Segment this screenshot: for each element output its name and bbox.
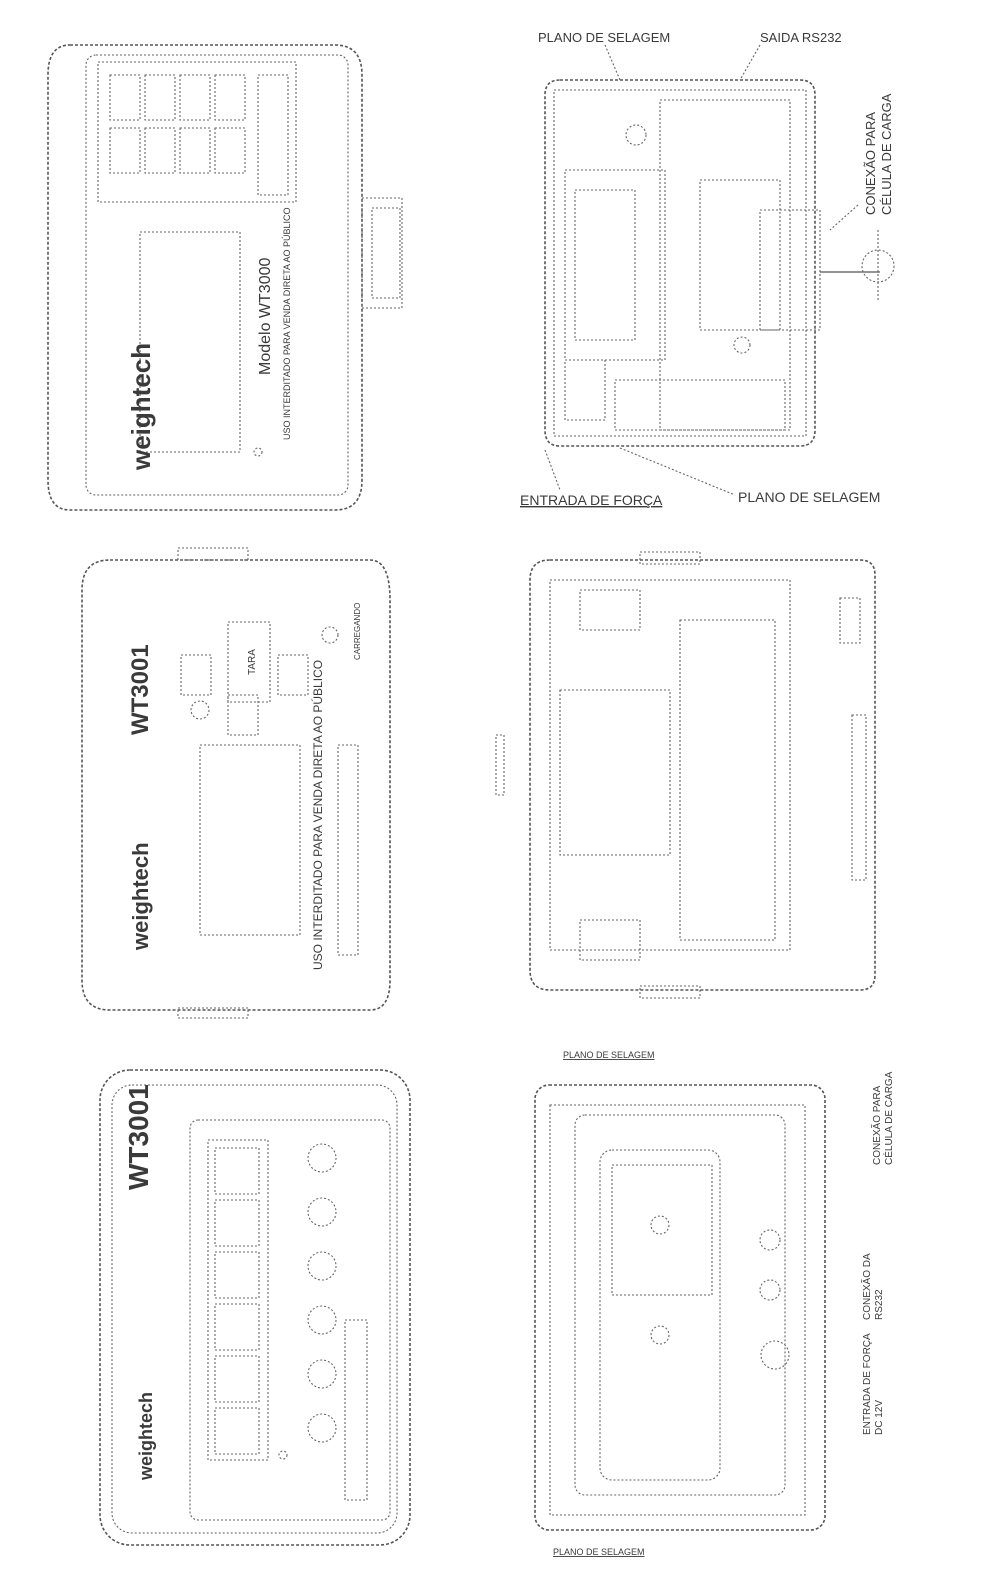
digit-6 <box>214 1407 260 1455</box>
wt3001-led-front-view: WT3001 weightech <box>99 1069 411 1546</box>
digit-1 <box>214 1147 260 1195</box>
wt3001-display <box>199 744 301 936</box>
wt3001-brand: weightech <box>128 842 153 951</box>
wt3001-plano-selagem-label: PLANO DE SELAGEM <box>563 1050 655 1060</box>
key-button-4[interactable] <box>307 1305 337 1335</box>
digit-2 <box>214 1199 260 1247</box>
led-entrada-forca-line1: ENTRADA DE FORÇA <box>862 1333 873 1435</box>
wt3000-keypad <box>109 74 289 196</box>
wt3000-rear-label-plate <box>574 189 636 341</box>
tara-label: TARA <box>247 649 258 675</box>
led-plano-selagem-label: PLANO DE SELAGEM <box>553 1547 645 1557</box>
wt3001-led-rear-view: CONEXÃO PARA CÉLULA DE CARGA CONEXÃO DA … <box>534 1071 895 1557</box>
wt3000-rear-view: PLANO DE SELAGEM SAIDA RS232 CONEXÃO PAR… <box>520 30 895 508</box>
wt3001-rear-label-plate <box>559 689 671 856</box>
saida-rs232-label: SAIDA RS232 <box>760 30 842 45</box>
conexao-celula-line2: CÉLULA DE CARGA <box>879 93 894 215</box>
led-conexao-rs232-line1: CONEXÃO DA <box>860 1253 873 1320</box>
key-button-2[interactable] <box>307 1197 337 1227</box>
led-brand: weightech <box>136 1392 156 1481</box>
led-conexao-celula-line2: CÉLULA DE CARGA <box>882 1071 895 1165</box>
entrada-forca-label: ENTRADA DE FORÇA <box>520 492 663 508</box>
power-button[interactable] <box>307 1413 337 1443</box>
wt3000-display <box>139 231 241 453</box>
wt3001-front-view: TARA WT3001 weightech CARREGANDO USO INT… <box>81 547 391 1019</box>
plano-selagem-bottom-label: PLANO DE SELAGEM <box>738 489 880 505</box>
led-conexao-celula-line1: CONEXÃO PARA <box>870 1085 883 1165</box>
digit-5 <box>214 1355 260 1403</box>
power-connector-icon <box>760 1340 790 1370</box>
led-model-label: WT3001 <box>123 1084 154 1190</box>
digit-3 <box>214 1251 260 1299</box>
carregando-label: CARREGANDO <box>353 603 362 660</box>
digit-4 <box>214 1303 260 1351</box>
tara-button[interactable] <box>227 621 271 703</box>
led-rear-label-plate <box>611 1164 713 1296</box>
wt3001-notice: USO INTERDITADO PARA VENDA DIRETA AO PÚB… <box>310 660 325 970</box>
key-button-1[interactable] <box>307 1143 337 1173</box>
wt3000-front-view: weightech Modelo WT3000 USO INTERDITADO … <box>47 44 403 511</box>
wt3001-model-label: WT3001 <box>127 644 154 735</box>
key-button-5[interactable] <box>307 1359 337 1389</box>
led-conexao-rs232-line2: RS232 <box>874 1289 885 1320</box>
wt3001-rear-view: PLANO DE SELAGEM <box>495 551 876 1060</box>
led-entrada-forca-line2: DC 12V <box>874 1400 885 1435</box>
plano-selagem-top-label: PLANO DE SELAGEM <box>538 30 670 45</box>
led-digit-display <box>207 1139 269 1461</box>
wt3000-brand: weightech <box>126 343 156 471</box>
key-button-3[interactable] <box>307 1251 337 1281</box>
conexao-celula-line1: CONEXÃO PARA <box>863 112 878 215</box>
wt3000-notice: USO INTERDITADO PARA VENDA DIRETA AO PÚB… <box>282 207 292 440</box>
wt3000-model-label: Modelo WT3000 <box>257 258 274 375</box>
